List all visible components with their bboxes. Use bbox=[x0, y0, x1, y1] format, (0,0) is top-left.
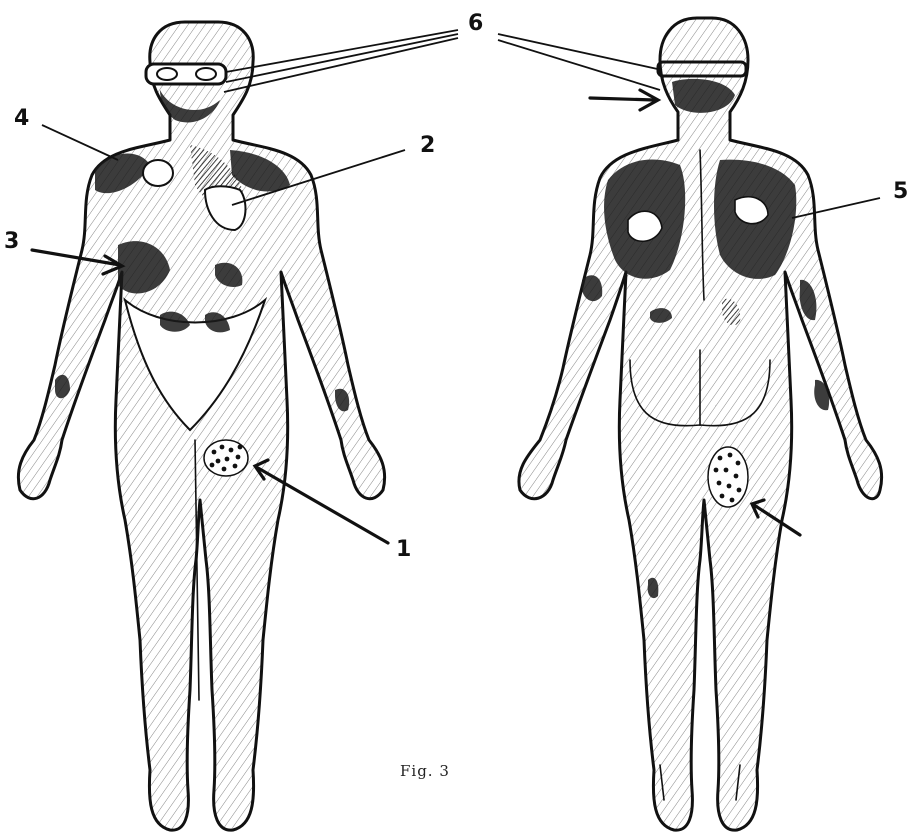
label-2: 2 bbox=[420, 133, 435, 158]
back-figure bbox=[519, 18, 882, 830]
front-body-shading bbox=[18, 22, 384, 830]
label-3: 3 bbox=[4, 229, 19, 254]
front-chest-spot-4 bbox=[143, 160, 173, 186]
label-6: 6 bbox=[468, 11, 483, 36]
front-figure bbox=[18, 22, 384, 830]
front-thigh-stipple-1 bbox=[204, 440, 248, 476]
label-5: 5 bbox=[893, 179, 908, 204]
figure-caption: Fig. 3 bbox=[400, 762, 450, 780]
label-1: 1 bbox=[396, 537, 411, 562]
label-4: 4 bbox=[14, 106, 29, 131]
back-thigh-stipple bbox=[708, 447, 748, 507]
